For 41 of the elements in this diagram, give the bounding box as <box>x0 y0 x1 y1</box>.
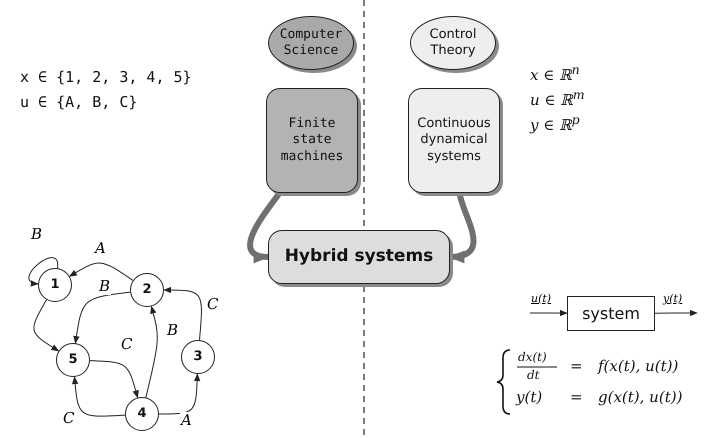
arrow <box>158 373 200 414</box>
arrow <box>33 299 60 352</box>
set-definition: y ∈ ℝ$^{p}$ <box>530 112 580 134</box>
equation-term: = <box>570 388 583 406</box>
model-box: Continuous dynamical systems <box>408 88 500 193</box>
field-ellipse: Computer Science <box>268 16 354 70</box>
equation-term: dx(t) <box>518 350 547 364</box>
edge-label: C <box>62 410 76 426</box>
arrow <box>530 310 568 316</box>
state-circle: 5 <box>56 343 90 377</box>
arrow <box>68 262 134 281</box>
edge-label: B <box>98 278 112 294</box>
arrow <box>654 310 698 316</box>
equation-term: f(x(t), u(t)) <box>598 357 678 375</box>
system-box: system <box>567 296 655 331</box>
arrow <box>247 191 282 262</box>
arrow <box>28 257 58 286</box>
arrow <box>163 286 202 341</box>
field-ellipse: Control Theory <box>410 16 496 70</box>
equation-term: = <box>570 357 583 375</box>
model-box: Finite state machines <box>266 88 358 193</box>
edge-label: C <box>206 296 220 312</box>
edge-label: y(t) <box>662 293 684 306</box>
set-definition: x ∈ {1, 2, 3, 4, 5} <box>20 68 192 86</box>
edge-label: C <box>120 336 134 352</box>
hybrid-box: Hybrid systems <box>268 230 450 284</box>
arrow <box>90 360 139 398</box>
arrow <box>145 306 158 398</box>
state-circle: 2 <box>130 273 164 307</box>
state-circle: 1 <box>38 268 72 302</box>
state-circle: 4 <box>125 397 159 431</box>
set-definition: u ∈ ℝ$^{m}$ <box>530 87 585 109</box>
edge-label: u(t) <box>530 293 552 306</box>
set-definition: x ∈ ℝ$^{n}$ <box>530 62 580 84</box>
arrow <box>73 292 131 344</box>
set-definition: u ∈ {A, B, C} <box>20 93 138 111</box>
state-circle: 3 <box>181 340 215 374</box>
equation-term: g(x(t), u(t)) <box>598 388 682 406</box>
equation-term: dt <box>527 368 540 382</box>
arrow <box>72 376 126 417</box>
equation-term: y(t) <box>516 388 542 406</box>
